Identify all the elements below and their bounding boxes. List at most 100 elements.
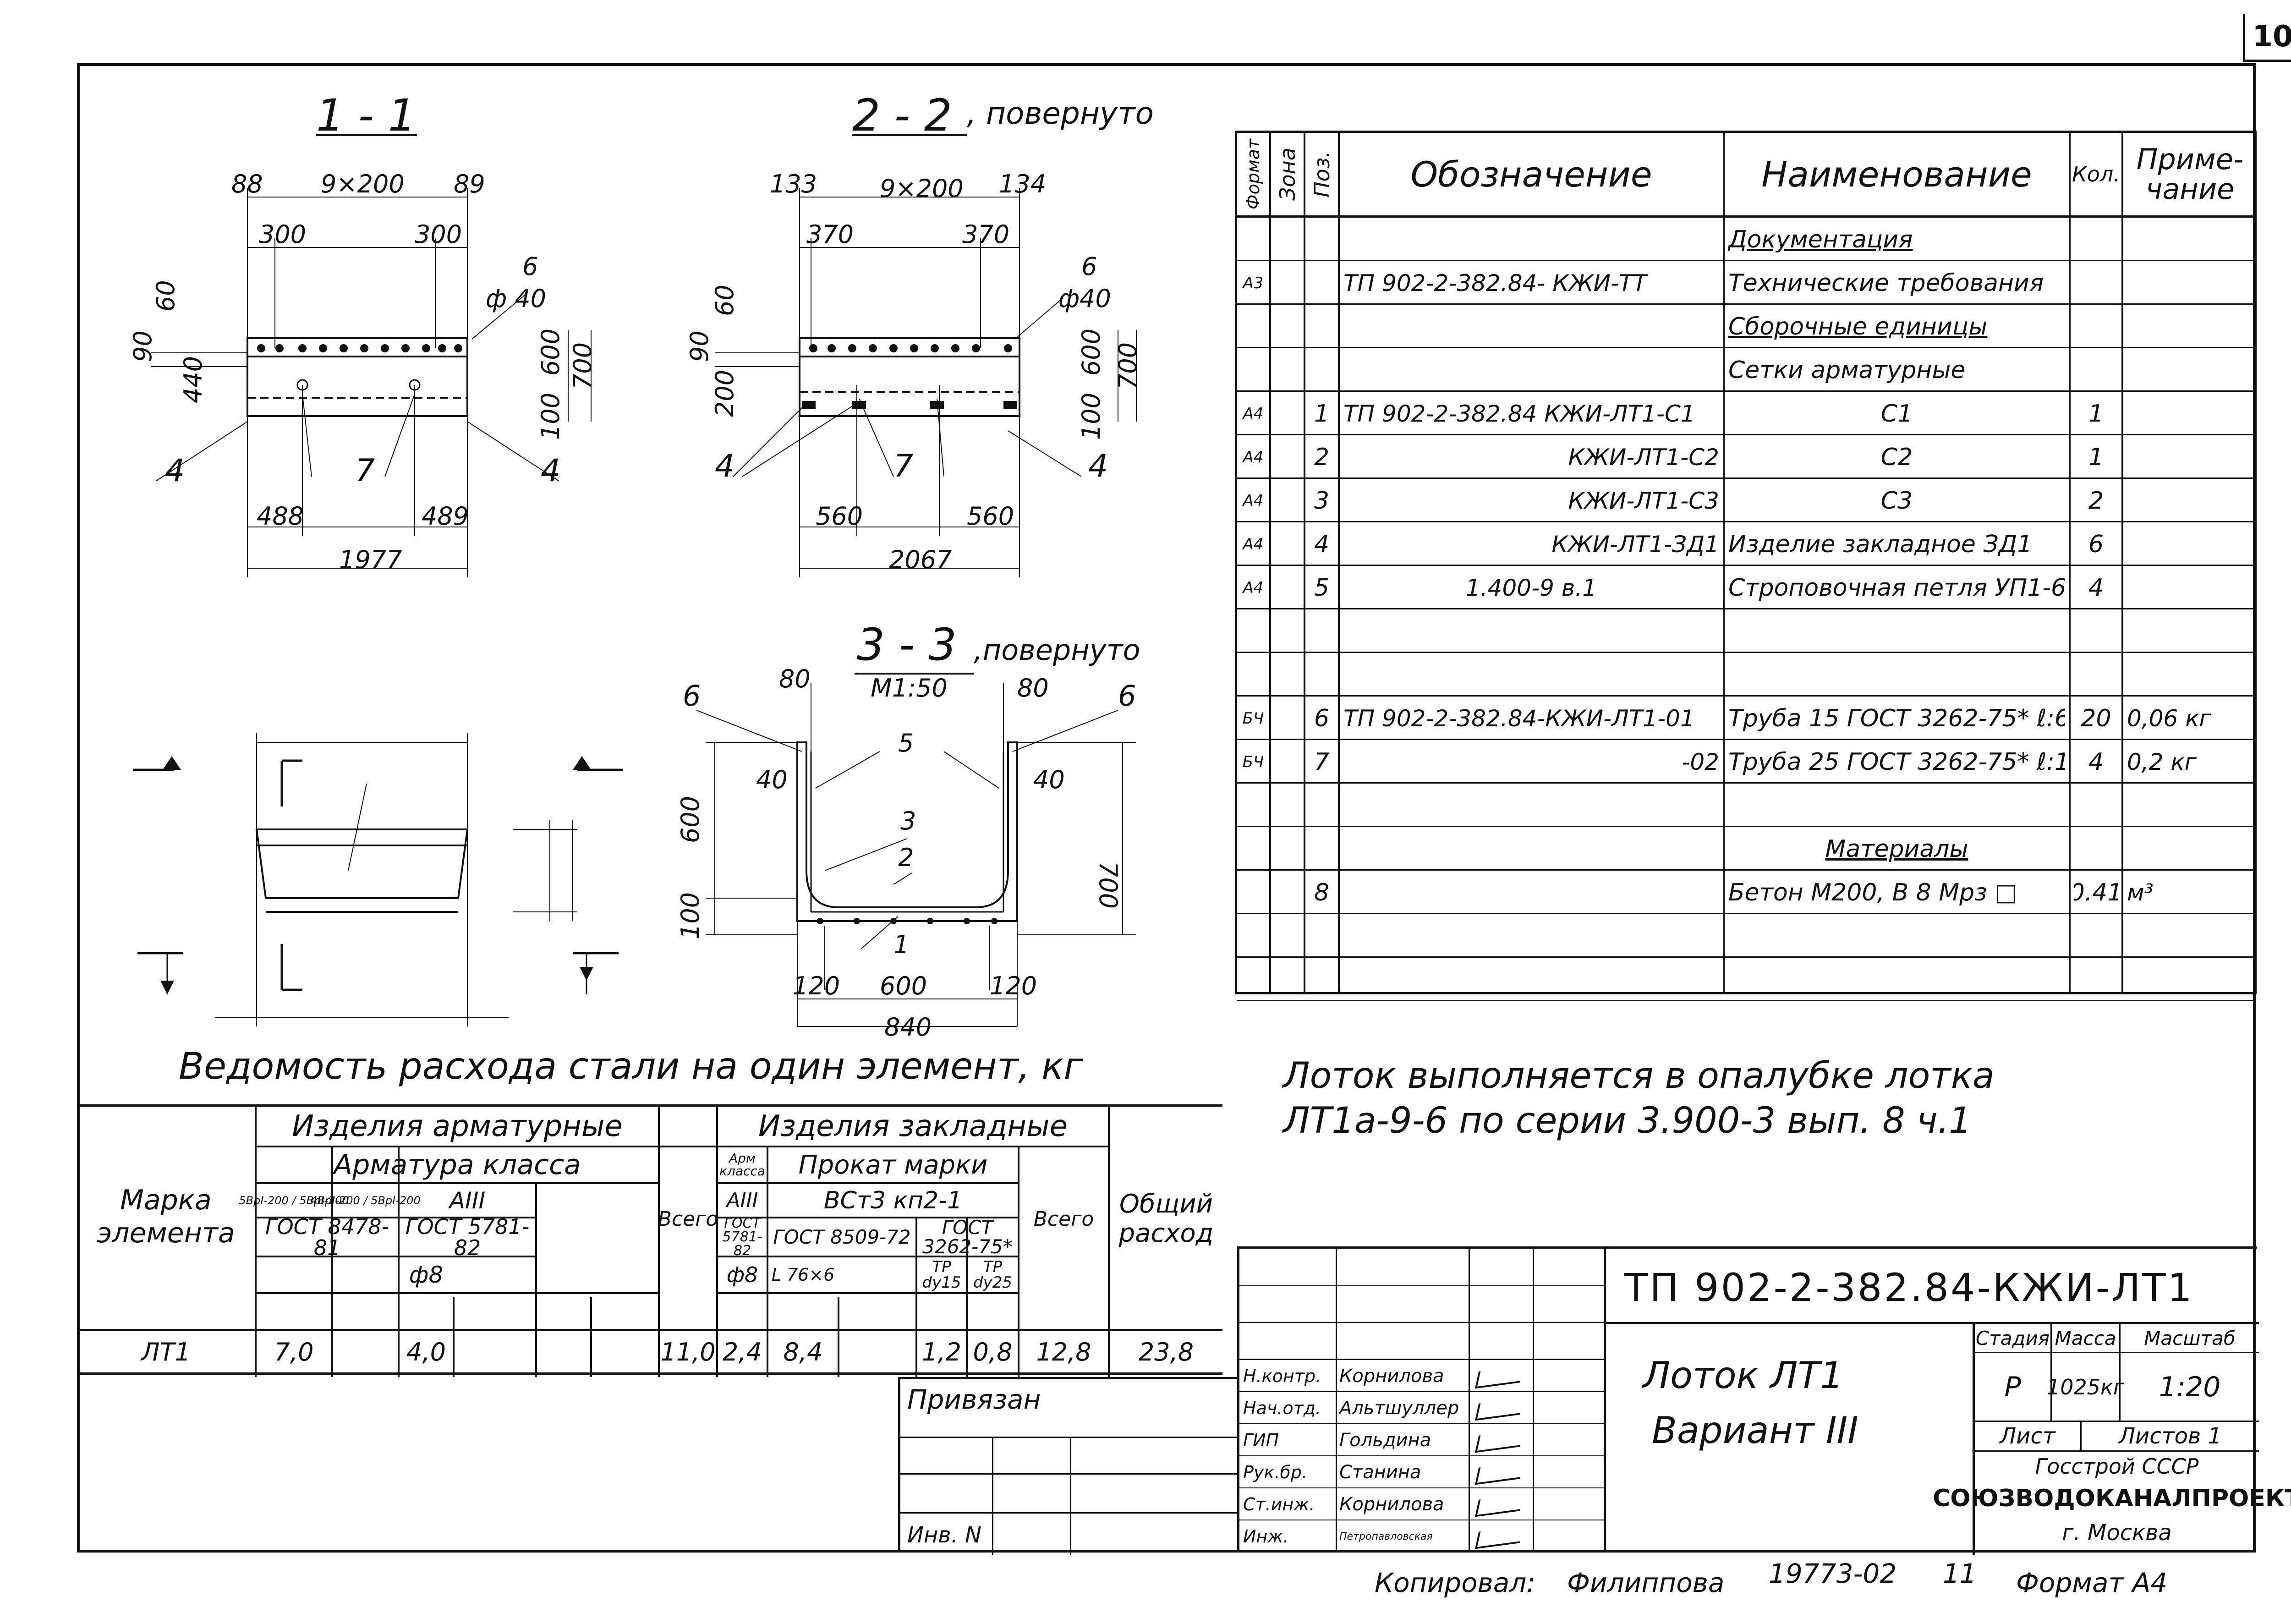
spec-cell-fmt: А4 — [1243, 491, 1264, 510]
steel-h-bpi-b: 4ВрI-200 / 5ВрI-200 — [310, 1194, 421, 1207]
s3-dim: 600 — [676, 796, 705, 843]
s1-callout: 4 — [165, 453, 185, 489]
s2-callout: 7 — [893, 448, 913, 484]
spec-cell-pos: 2 — [1314, 443, 1330, 471]
note-line: ЛТ1а-9-6 по серии 3.900-3 вып. 8 ч.1 — [1283, 1100, 1972, 1141]
s1-dim: 1977 — [339, 545, 402, 574]
steel-h-arm-class: Арматура класса — [334, 1149, 581, 1181]
s2-dim: 700 — [1113, 342, 1142, 390]
steel-v1: 7,0 — [274, 1337, 314, 1366]
spec-cell-name: С3 — [1880, 487, 1913, 515]
spec-cell-des: 1.400-9 в.1 — [1465, 574, 1597, 601]
spec-row-line — [1237, 652, 2254, 653]
spec-cell-name: Материалы — [1825, 835, 1968, 863]
s3-title: 3 - 3 — [857, 619, 957, 670]
s3-callout: 3 — [900, 807, 916, 835]
tb-role: Инж. — [1243, 1526, 1289, 1547]
s3-dim: 80 — [779, 664, 811, 693]
spec-cell-des: ТП 902-2-382.84 КЖИ-ЛТ1-С1 — [1343, 400, 1695, 427]
spec-row-line — [1237, 477, 2254, 479]
scale-value: 1:20 — [2159, 1371, 2221, 1403]
s3-callout: 6 — [683, 679, 701, 713]
footer-copied: Копировал: — [1375, 1567, 1535, 1598]
steel-h-vsego: Всего — [658, 1207, 718, 1231]
s2-dim: 600 — [1077, 329, 1106, 376]
privyazan-label: Привязан — [907, 1384, 1041, 1415]
s2-dim: 90 — [685, 330, 714, 362]
spec-header-pos: Поз. — [1309, 151, 1334, 198]
footer: Копировал: Филиппова 19773-02 11 Формат … — [1375, 1558, 2245, 1604]
steel-total: 23,8 — [1138, 1337, 1194, 1366]
steel-z2: 8,4 — [783, 1337, 823, 1366]
steel-h-zakl: Изделия закладные — [758, 1109, 1068, 1143]
footer-copier: Филиппова — [1567, 1567, 1725, 1598]
s2-dim: 100 — [1077, 393, 1106, 440]
s1-dim: 440 — [179, 356, 208, 403]
sheet-number-box: 10 — [2243, 14, 2291, 62]
tb-person: Корнилова — [1339, 1494, 1444, 1515]
steel-h-arm-kl2: Арм класса — [719, 1151, 765, 1179]
spec-row-line — [1237, 521, 2254, 522]
s1-callout: 6 — [522, 252, 538, 281]
spec-row-line — [1237, 695, 2254, 697]
binding-block: Привязан Инв. N — [898, 1377, 1237, 1555]
s1-dim: 700 — [568, 342, 597, 390]
steel-h-total: Общий расход — [1118, 1189, 1214, 1248]
s3-dim: 80 — [1017, 674, 1049, 702]
spec-cell-qty: 6 — [2088, 530, 2104, 558]
tb-role-line — [1239, 1391, 1606, 1392]
spec-row-line — [1237, 608, 2254, 609]
s3-dim: 40 — [1033, 765, 1065, 794]
spec-cell-des: -02 — [1682, 748, 1719, 775]
steel-h-bpi-a: 5ВрI-200 / 5ВрI-200 — [239, 1194, 349, 1207]
s1-dim: 600 — [536, 329, 565, 376]
spec-row-line — [1237, 565, 2254, 566]
tb-role-line — [1239, 1455, 1606, 1456]
footer-num: 19773-02 — [1769, 1558, 1897, 1589]
spec-row-line — [1237, 434, 2254, 435]
tb-role: ГИП — [1243, 1430, 1279, 1450]
spec-cell-name: Сетки арматурные — [1728, 356, 1966, 384]
s1-dim: 488 — [257, 502, 304, 531]
spec-cell-des: ТП 902-2-382.84- КЖИ-ТТ — [1343, 269, 1647, 296]
spec-cell-pos: 8 — [1314, 878, 1330, 906]
spec-header-name: Наименование — [1761, 154, 2032, 195]
spec-cell-note: 0,2 кг — [2127, 748, 2197, 775]
s1-dim: 60 — [151, 280, 180, 312]
spec-cell-qty: 0.41 — [2074, 878, 2118, 906]
stage-value: Р — [2004, 1371, 2021, 1403]
spec-cell-fmt: А4 — [1243, 404, 1264, 423]
s2-dim: 9×200 — [880, 174, 964, 203]
s1-dim: 300 — [415, 220, 462, 249]
tb-person: Станина — [1339, 1462, 1421, 1483]
inv-label: Инв. N — [907, 1522, 981, 1548]
s3-dim: 840 — [884, 1013, 932, 1042]
tb-role: Ст.инж. — [1243, 1494, 1315, 1514]
s3-dim: 120 — [990, 971, 1037, 1000]
s1-dim: 88 — [231, 170, 263, 198]
steel-h-marka: Марка элемента — [97, 1184, 235, 1249]
s1-dim: 89 — [454, 170, 485, 198]
spec-row-line — [1237, 869, 2254, 871]
s1-dim: 489 — [422, 502, 469, 531]
s2-title: 2 - 2 — [852, 90, 952, 141]
s3-dim: 120 — [793, 971, 840, 1000]
steel-v2: 4,0 — [406, 1337, 446, 1366]
tb-role-line — [1239, 1487, 1606, 1488]
sheet-number: 10 — [2252, 20, 2291, 54]
steel-z1: 2,4 — [723, 1337, 762, 1366]
spec-row-line — [1237, 826, 2254, 827]
spec-cell-name: Бетон М200, В 8 Мрз □ — [1728, 878, 2017, 906]
document-name-2: Вариант III — [1652, 1409, 1858, 1452]
spec-cell-pos: 6 — [1314, 704, 1330, 732]
s2-callout: ф40 — [1058, 284, 1111, 313]
s1-dim: 9×200 — [321, 170, 405, 198]
steel-h-aiii: АIII — [449, 1187, 486, 1214]
steel-table: Марка элемента Изделия арматурные Армату… — [77, 1104, 1222, 1377]
spec-row-line — [1237, 956, 2254, 958]
s3-callout: 6 — [1118, 679, 1136, 713]
steel-z4: 0,8 — [973, 1337, 1013, 1366]
spec-cell-name: Технические требования — [1728, 269, 2044, 297]
spec-header-note: Приме-чание — [2136, 142, 2244, 206]
